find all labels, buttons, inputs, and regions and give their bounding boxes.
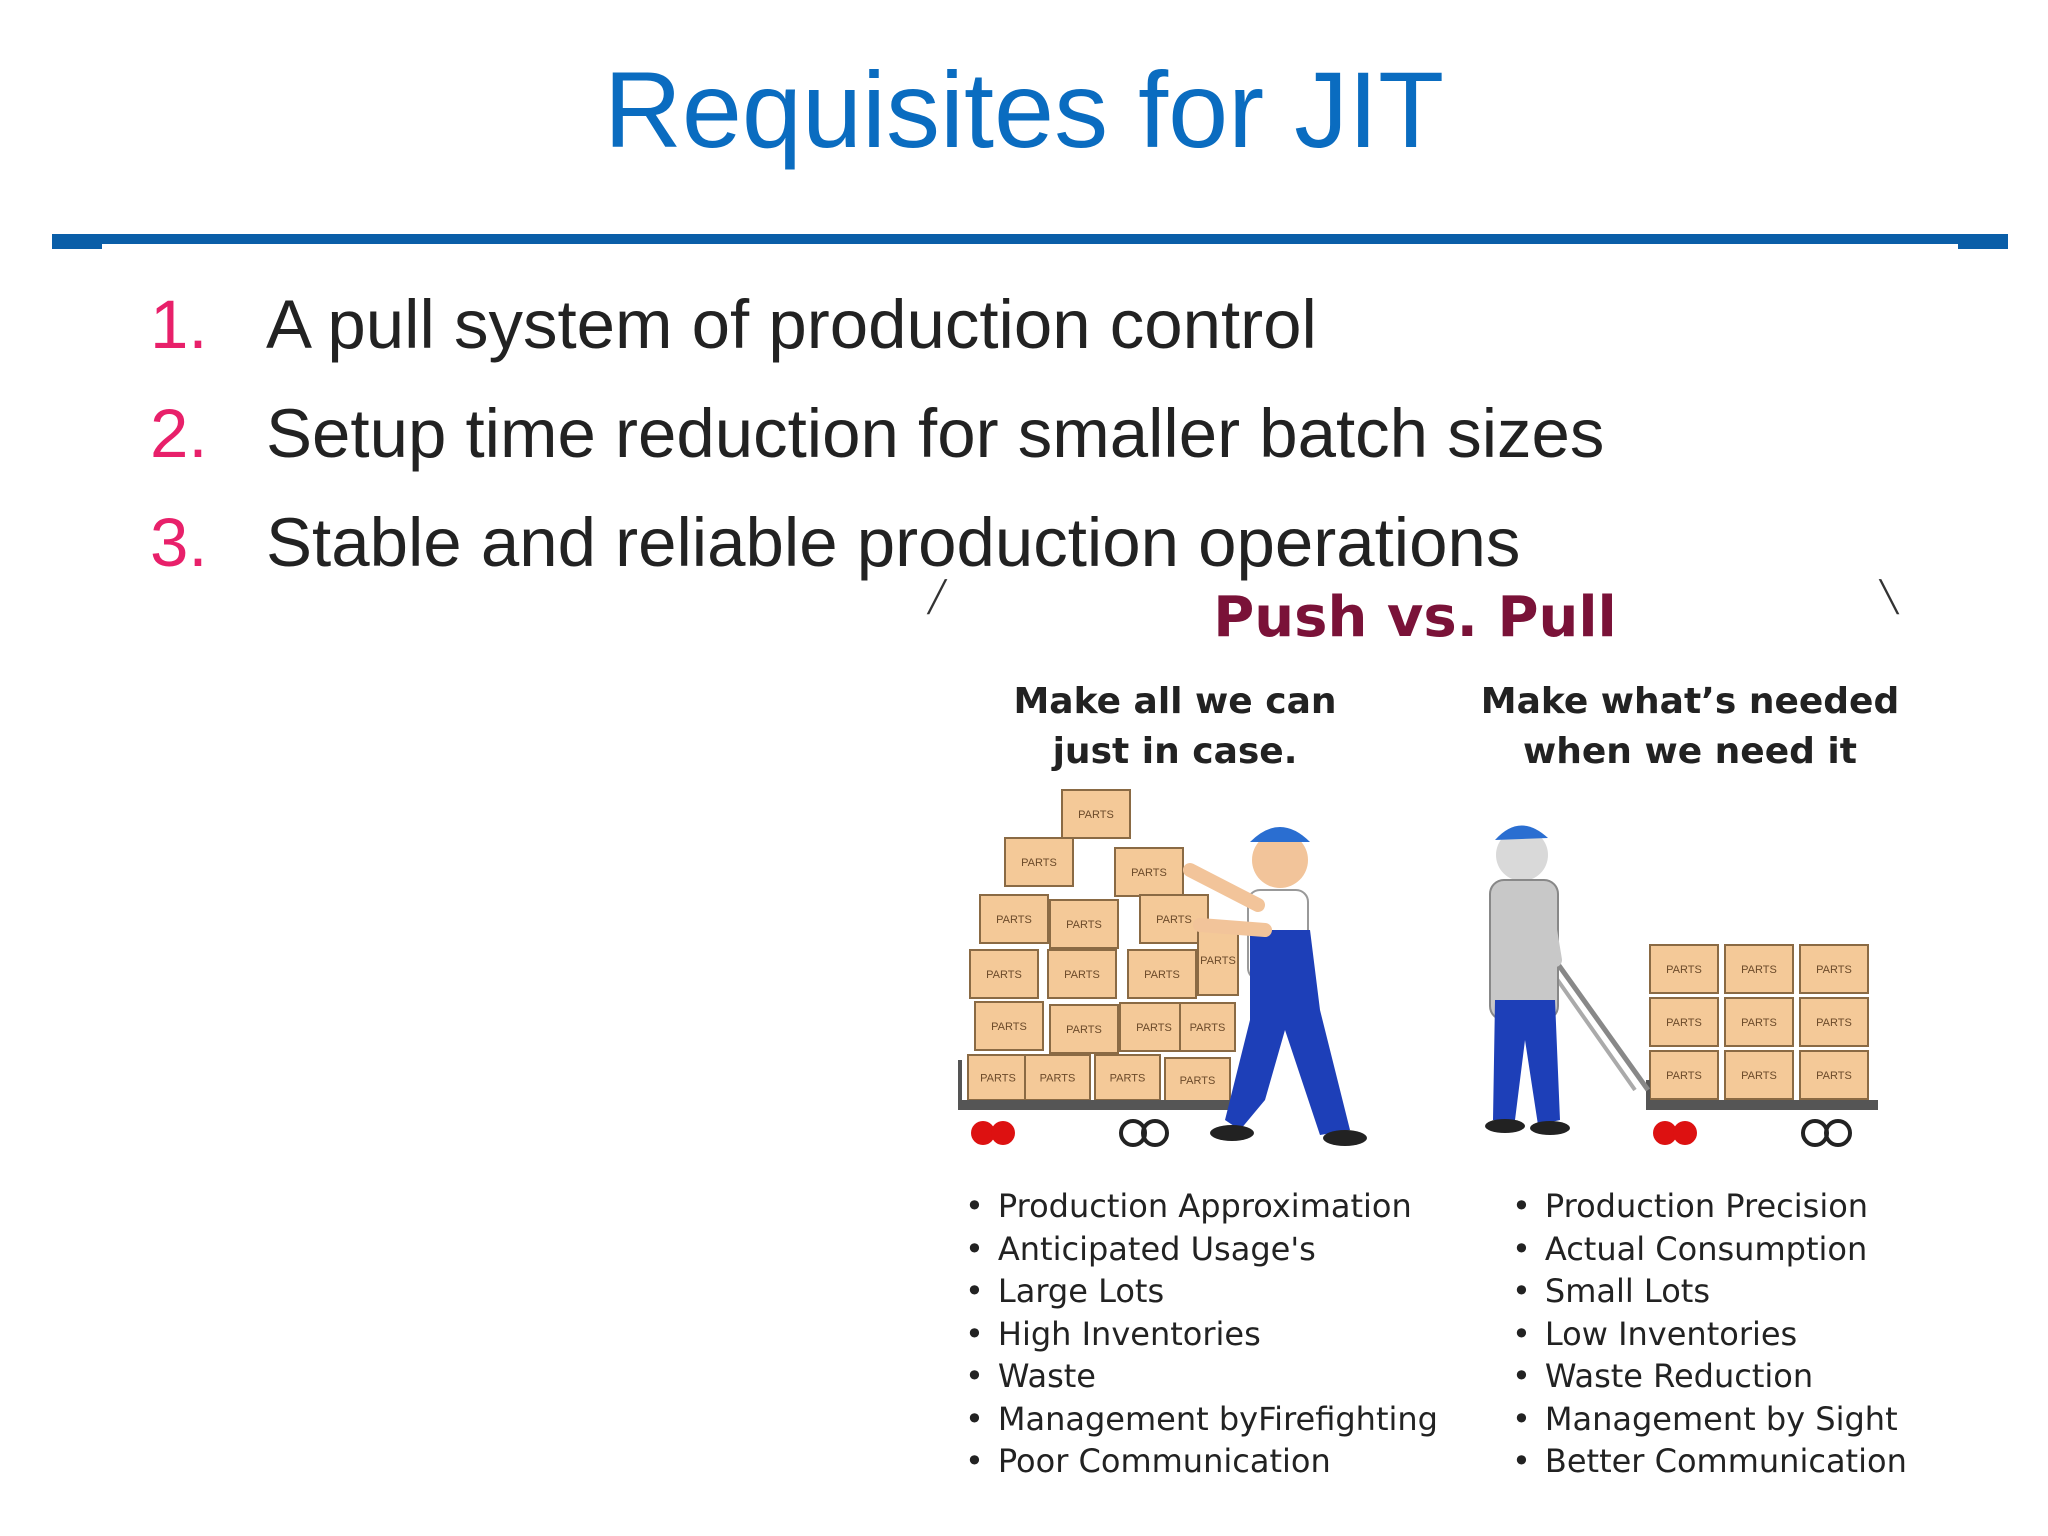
- pull-bullets: Production Precision Actual Consumption …: [1512, 1187, 1907, 1485]
- parts-box-label: PARTS: [980, 1073, 1016, 1085]
- parts-box-label: PARTS: [1064, 969, 1100, 981]
- item-number: 1.: [150, 286, 208, 363]
- parts-box-label: PARTS: [1021, 857, 1057, 869]
- push-caption-line: Make all we can: [1013, 681, 1337, 722]
- parts-box-label: PARTS: [1131, 867, 1167, 879]
- item-text: Setup time reduction for smaller batch s…: [266, 395, 1605, 472]
- figure-corner-mark: ╱: [928, 581, 947, 614]
- parts-box-label: PARTS: [1816, 1070, 1852, 1082]
- parts-box: [1047, 949, 1117, 999]
- parts-box-label: PARTS: [1040, 1073, 1076, 1085]
- list-item: 3. Stable and reliable production operat…: [150, 488, 1604, 597]
- push-bullets: Production Approximation Anticipated Usa…: [965, 1187, 1438, 1485]
- parts-box-label: PARTS: [1666, 964, 1702, 976]
- parts-box-label: PARTS: [996, 914, 1032, 926]
- parts-box: [969, 949, 1039, 999]
- parts-box-label: PARTS: [1666, 1070, 1702, 1082]
- parts-box: [1179, 1002, 1236, 1052]
- figure-corner-mark: ╲: [1880, 581, 1899, 614]
- figure-title: Push vs. Pull: [1213, 585, 1617, 650]
- pull-bullet: Better Communication: [1512, 1442, 1907, 1485]
- pull-caption: Make what’s needed when we need it: [1480, 677, 1900, 777]
- item-number: 2.: [150, 395, 208, 472]
- divider-right-notch: [1958, 244, 2008, 249]
- parts-box-label: PARTS: [1816, 1017, 1852, 1029]
- push-cart: [958, 1060, 1250, 1147]
- parts-box-label: PARTS: [986, 969, 1022, 981]
- parts-box-label: PARTS: [1741, 1070, 1777, 1082]
- parts-box-label: PARTS: [1110, 1073, 1146, 1085]
- parts-box-label: PARTS: [1666, 1017, 1702, 1029]
- parts-box: [1049, 1004, 1119, 1054]
- pull-bullet: Low Inventories: [1512, 1315, 1907, 1358]
- parts-box: [1724, 1050, 1794, 1100]
- parts-box: [1724, 997, 1794, 1047]
- push-vs-pull-figure: Push vs. Pull Make all we can just in ca…: [920, 585, 1910, 1505]
- parts-box-label: PARTS: [991, 1021, 1027, 1033]
- parts-box: [1649, 944, 1719, 994]
- parts-box-label: PARTS: [1816, 964, 1852, 976]
- push-bullet: High Inventories: [965, 1315, 1438, 1358]
- push-bullet: Management byFirefighting: [965, 1400, 1438, 1443]
- push-caption-line: just in case.: [1052, 731, 1298, 772]
- parts-box-label: PARTS: [1200, 955, 1236, 967]
- parts-box-label: PARTS: [1156, 914, 1192, 926]
- parts-box-label: PARTS: [1066, 1024, 1102, 1036]
- parts-box-label: PARTS: [1136, 1022, 1172, 1034]
- item-text: Stable and reliable production operation…: [266, 504, 1521, 581]
- pull-bullet: Management by Sight: [1512, 1400, 1907, 1443]
- parts-box: [979, 894, 1049, 944]
- parts-box: [1649, 1050, 1719, 1100]
- pull-bullet: Small Lots: [1512, 1272, 1907, 1315]
- parts-box-label: PARTS: [1078, 809, 1114, 821]
- parts-box-label: PARTS: [1066, 919, 1102, 931]
- slide-title: Requisites for JIT: [603, 49, 1445, 170]
- push-worker: [1183, 827, 1367, 1146]
- parts-box: [1799, 997, 1869, 1047]
- pull-worker: [1485, 825, 1570, 1135]
- pull-caption-line: Make what’s needed: [1480, 681, 1900, 722]
- pull-box-stack: PARTS PARTS PARTS PARTS PARTS PARTS PARTS PARTS…: [1649, 944, 1869, 1100]
- push-bullet: Poor Communication: [965, 1442, 1438, 1485]
- pull-bullet: Waste Reduction: [1512, 1357, 1907, 1400]
- parts-box-label: PARTS: [1180, 1075, 1216, 1087]
- item-text: A pull system of production control: [266, 286, 1317, 363]
- push-bullet: Production Approximation: [965, 1187, 1438, 1230]
- parts-box: [1799, 1050, 1869, 1100]
- push-box-stack: PARTS PARTS PARTS PARTS PARTS PARTS PARTS PARTS…: [967, 789, 1239, 1103]
- parts-box-label: PARTS: [1741, 1017, 1777, 1029]
- parts-box: [1724, 944, 1794, 994]
- parts-box: [1114, 847, 1184, 897]
- parts-box: [1024, 1054, 1091, 1101]
- parts-box: [1127, 949, 1197, 999]
- requisites-list: 1. A pull system of production control 2…: [150, 270, 1604, 597]
- push-caption: Make all we can just in case.: [965, 677, 1385, 777]
- parts-box: [1164, 1057, 1231, 1103]
- pull-bullet: Production Precision: [1512, 1187, 1907, 1230]
- parts-box: [974, 1001, 1044, 1051]
- parts-box: [1799, 944, 1869, 994]
- parts-box: [1004, 837, 1074, 887]
- push-bullet: Waste: [965, 1357, 1438, 1400]
- push-bullet: Large Lots: [965, 1272, 1438, 1315]
- push-bullet: Anticipated Usage's: [965, 1230, 1438, 1273]
- pull-bullet: Actual Consumption: [1512, 1230, 1907, 1273]
- pull-caption-line: when we need it: [1523, 731, 1857, 772]
- parts-box-label: PARTS: [1144, 969, 1180, 981]
- parts-box-label: PARTS: [1741, 964, 1777, 976]
- list-item: 2. Setup time reduction for smaller batc…: [150, 379, 1604, 488]
- parts-box: [1049, 899, 1119, 949]
- title-divider: [52, 234, 2008, 244]
- item-number: 3.: [150, 504, 208, 581]
- parts-box-label: PARTS: [1190, 1022, 1226, 1034]
- parts-box: [1061, 789, 1131, 839]
- divider-left-notch: [52, 244, 102, 249]
- list-item: 1. A pull system of production control: [150, 270, 1604, 379]
- parts-box: [1649, 997, 1719, 1047]
